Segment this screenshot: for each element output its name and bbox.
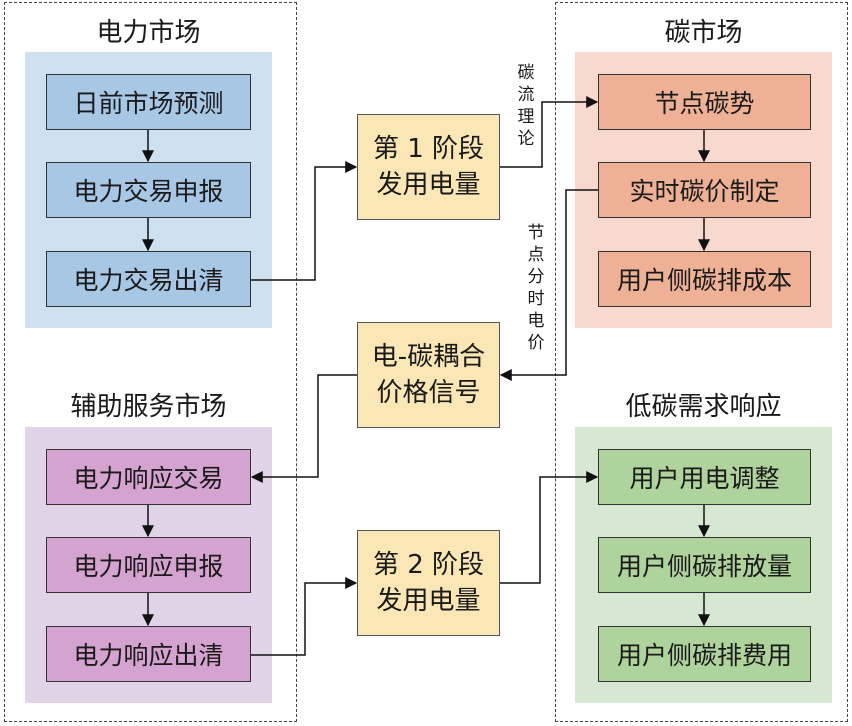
arrow-stage2-to-adjust [500, 471, 599, 584]
power-trade-clearing-box: 电力交易出清 [46, 251, 251, 307]
node-tou-price-label: 节点分时电价 [527, 223, 545, 353]
right-dashed-frame [555, 2, 848, 722]
node-carbon-potential-box: 节点碳势 [598, 74, 811, 130]
power-response-trade-box: 电力响应交易 [46, 449, 251, 505]
carbon-flow-label: 碳流理论 [517, 63, 535, 149]
user-carbon-cost-box: 用户侧碳排成本 [598, 251, 811, 307]
price-signal-line2: 价格信号 [376, 378, 481, 408]
power-response-clearing-box: 电力响应出清 [46, 626, 251, 682]
low-carbon-response-title: 低碳需求响应 [625, 392, 782, 422]
user-consumption-adjust-box: 用户用电调整 [598, 449, 811, 505]
stage1-line2: 发用电量 [376, 170, 481, 200]
arrow-response-clearing-to-stage2 [251, 577, 358, 656]
power-trade-bid-box: 电力交易申报 [46, 162, 251, 218]
left-dashed-frame [4, 2, 297, 722]
arrow-stage1-to-node [500, 96, 599, 168]
electricity-market-title: 电力市场 [96, 18, 201, 48]
user-carbon-fee-box: 用户侧碳排费用 [598, 626, 811, 682]
power-response-bid-box: 电力响应申报 [46, 537, 251, 593]
stage2-energy-box: 第 2 阶段 发用电量 [357, 530, 500, 636]
user-carbon-emission-box: 用户侧碳排放量 [598, 537, 811, 593]
stage1-line1: 第 1 阶段 [372, 134, 485, 164]
arrow-clearing-to-stage1 [251, 161, 358, 281]
carbon-market-title: 碳市场 [664, 18, 743, 48]
real-time-carbon-price-box: 实时碳价制定 [598, 162, 811, 218]
stage1-energy-box: 第 1 阶段 发用电量 [357, 114, 500, 220]
stage2-line2: 发用电量 [376, 586, 481, 616]
price-signal-box: 电-碳耦合 价格信号 [357, 322, 500, 428]
price-signal-line1: 电-碳耦合 [371, 342, 486, 372]
stage2-line1: 第 2 阶段 [372, 550, 485, 580]
arrow-price-to-signal [499, 189, 598, 381]
arrow-signal-to-response [250, 374, 357, 483]
ancillary-market-title: 辅助服务市场 [70, 392, 227, 422]
day-ahead-forecast-box: 日前市场预测 [46, 74, 251, 130]
